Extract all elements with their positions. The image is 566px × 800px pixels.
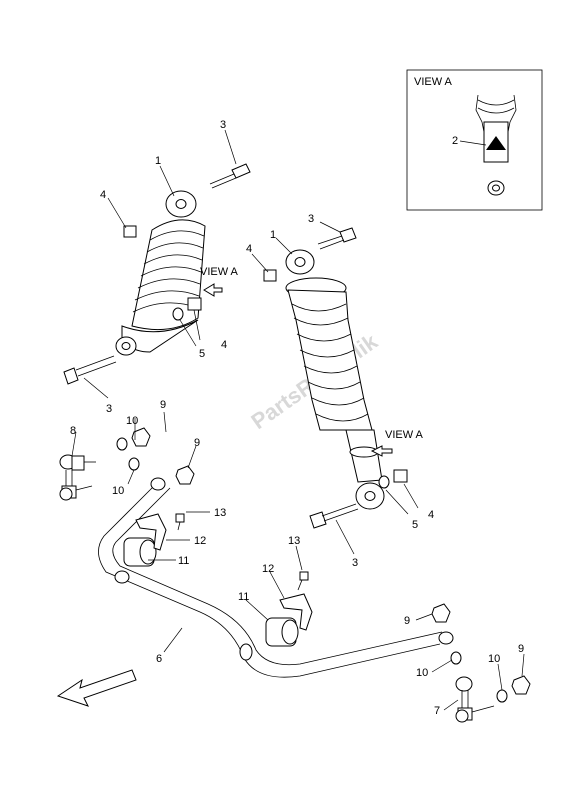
- callout-3: 3: [352, 557, 358, 569]
- callout-5: 5: [412, 519, 418, 531]
- inset-callout-2: 2: [452, 135, 458, 147]
- left-bracket-bolt: [175, 513, 185, 531]
- left-lower-nut: [187, 297, 202, 311]
- view-a-arrow-right: [370, 445, 393, 457]
- callout-4: 4: [246, 243, 252, 255]
- callout-8: 8: [70, 425, 76, 437]
- callout-10: 10: [488, 653, 500, 665]
- callout-4: 4: [100, 189, 106, 201]
- callout-7: 7: [434, 705, 440, 717]
- right-link-washer-upper: [450, 651, 462, 665]
- front-direction-arrow: [56, 669, 137, 707]
- callout-3: 3: [308, 213, 314, 225]
- inset-arrow-mark: [486, 136, 506, 150]
- callout-10: 10: [112, 485, 124, 497]
- callout-1: 1: [270, 229, 276, 241]
- view-a-tag-left: VIEW A: [200, 266, 239, 278]
- leader-lines: [71, 129, 525, 711]
- inset-lower-body-right: [507, 94, 517, 133]
- left-shock-absorber: [115, 190, 206, 356]
- view-a-inset: VIEW A 2: [406, 69, 543, 211]
- left-bushing: [123, 537, 157, 567]
- callout-9: 9: [194, 437, 200, 449]
- left-link-washer-upper: [116, 437, 128, 451]
- callout-12: 12: [262, 563, 274, 575]
- callout-13: 13: [288, 535, 300, 547]
- callout-13: 13: [214, 507, 226, 519]
- callout-11: 11: [238, 591, 249, 603]
- callout-9: 9: [160, 399, 166, 411]
- callout-9: 9: [404, 615, 410, 627]
- left-lower-bolt: [63, 355, 117, 385]
- callout-6: 6: [156, 653, 162, 665]
- right-lower-bolt: [309, 503, 359, 529]
- left-link-washer-lower: [128, 457, 140, 471]
- stabilizer-bar: [98, 477, 454, 678]
- left-link-nut-upper: [131, 427, 151, 447]
- right-lower-nut: [393, 469, 408, 483]
- callout-5: 5: [199, 348, 205, 360]
- right-link-washer-lower: [496, 689, 508, 703]
- right-shock-absorber: [285, 249, 385, 510]
- left-bracket: [135, 513, 167, 551]
- inset-frame: [406, 69, 543, 211]
- inset-lower-body-left: [475, 94, 485, 133]
- left-link-nut-lower: [175, 465, 195, 485]
- right-link-nut-upper: [431, 603, 451, 623]
- right-upper-nut: [263, 269, 277, 282]
- right-bushing: [265, 617, 299, 647]
- callout-10: 10: [126, 415, 138, 427]
- right-lower-washer: [378, 475, 390, 489]
- callout-3: 3: [220, 119, 226, 131]
- left-lower-washer: [172, 307, 184, 321]
- view-a-tag-right: VIEW A: [385, 429, 424, 441]
- callout-10: 10: [416, 667, 428, 679]
- left-shock-spring: [131, 219, 206, 331]
- callout-9: 9: [518, 643, 524, 655]
- right-upper-bolt: [317, 227, 357, 250]
- callout-labels: 1 3 4 4 5 3 1 3 4 4 5 3 10 9 8 9 10 13 1…: [70, 119, 524, 717]
- callout-4: 4: [428, 509, 434, 521]
- callout-11: 11: [178, 555, 189, 567]
- view-a-arrow-left: [203, 283, 223, 297]
- left-link-rod: [59, 454, 96, 501]
- callout-4: 4: [221, 339, 227, 351]
- callout-3: 3: [106, 403, 112, 415]
- inset-title: VIEW A: [414, 76, 453, 88]
- left-upper-nut: [123, 225, 137, 238]
- right-bracket: [279, 593, 313, 631]
- callout-1: 1: [155, 155, 161, 167]
- right-link-nut-lower: [511, 675, 531, 695]
- left-upper-bolt: [209, 163, 251, 189]
- right-link-rod: [455, 676, 495, 723]
- callout-12: 12: [194, 535, 206, 547]
- right-bracket-bolt: [297, 571, 309, 591]
